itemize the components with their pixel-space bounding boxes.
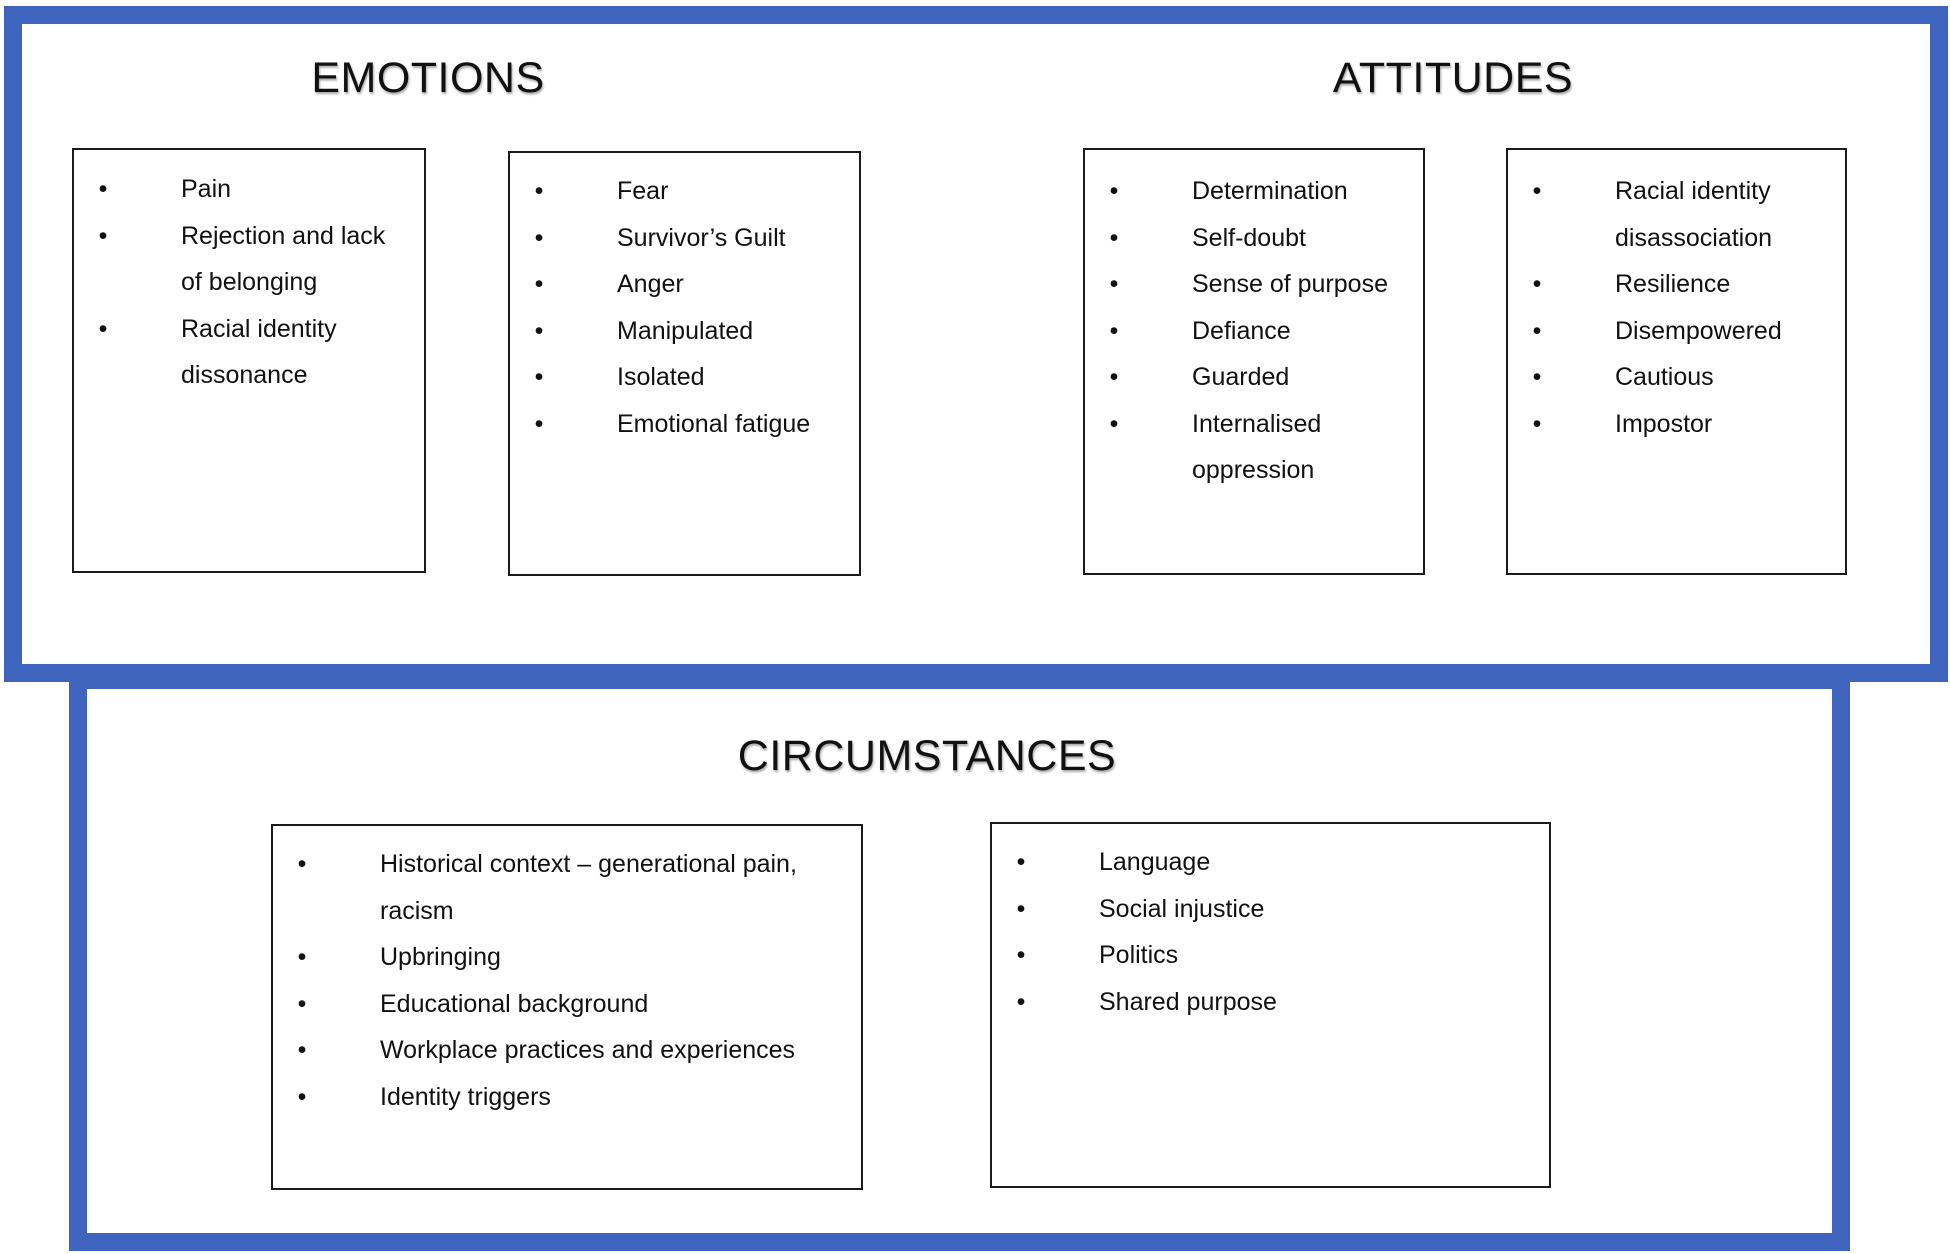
list-item: • Guarded (1085, 354, 1423, 401)
emotions-card-1: • Pain • Rejection and lack of belonging • Ra… (72, 148, 426, 573)
list-item: • Anger (510, 261, 859, 308)
bullet-icon: • (534, 223, 544, 252)
list-item-text: Manipulated (617, 316, 754, 345)
list-item: • Identity triggers (273, 1074, 861, 1121)
bullet-icon: • (534, 177, 544, 205)
list-item-text: Cautious (1615, 363, 1714, 391)
list-item: • Self-doubt (1085, 215, 1423, 262)
bullet-icon: • (1109, 270, 1119, 298)
attitudes-heading: ATTITUDES (1332, 54, 1574, 102)
attitudes-card-1: • Determination • Self-doubt • Sense of purpo… (1083, 148, 1425, 575)
list-item: • Determination (1085, 168, 1423, 215)
bullet-icon: • (1016, 941, 1026, 969)
list-item: • Racial identity dissonance (74, 306, 424, 399)
list-item-text: Pain (181, 175, 232, 203)
bullet-icon: • (1532, 409, 1542, 438)
list-item-text: Determination (1192, 177, 1348, 205)
circumstances-heading: CIRCUMSTANCES (737, 732, 1117, 780)
list-item-text: Impostor (1615, 409, 1713, 438)
list-item-text: Disempowered (1615, 316, 1782, 345)
bullet-icon: • (1532, 363, 1542, 391)
list-item: • Fear (510, 168, 859, 215)
list-item: • Defiance (1085, 308, 1423, 355)
bullet-icon: • (1109, 409, 1119, 438)
circumstances-card-2: • Language • Social injustice • Politics • Shar… (990, 822, 1551, 1188)
list-item: • Isolated (510, 354, 859, 401)
list-item-text: Isolated (617, 363, 705, 391)
bullet-icon: • (1109, 223, 1119, 252)
list-item: • Politics (992, 932, 1549, 979)
list-item-text: Shared purpose (1099, 987, 1277, 1016)
bullet-icon: • (1016, 894, 1026, 923)
list-item-text: Language (1099, 848, 1211, 876)
list-item-text: Identity triggers (380, 1082, 551, 1111)
list-item: • Cautious (1508, 354, 1845, 401)
list-item-text: Emotional fatigue (617, 409, 811, 438)
bullet-icon: • (297, 850, 307, 878)
list-item-text: Anger (617, 270, 684, 298)
list-item: • Historical context – generational pain,… (273, 841, 861, 934)
bullet-icon: • (1109, 363, 1119, 391)
list-item: • Emotional fatigue (510, 401, 859, 448)
list-item: • Sense of purpose (1085, 261, 1423, 308)
list-item: • Racial identity disassociation (1508, 168, 1845, 261)
emotions-heading: EMOTIONS (311, 54, 545, 102)
bullet-icon: • (1016, 848, 1026, 876)
list-item: • Pain (74, 166, 424, 213)
bullet-icon: • (98, 314, 108, 343)
list-item: • Upbringing (273, 934, 861, 981)
list-item: • Language (992, 839, 1549, 886)
bullet-icon: • (1532, 316, 1542, 345)
emotions-card-2: • Fear • Survivor’s Guilt • Anger • Manipulated… (508, 151, 861, 576)
bullet-icon: • (534, 316, 544, 345)
list-item: • Resilience (1508, 261, 1845, 308)
list-item-text: Fear (617, 177, 669, 205)
list-item: • Rejection and lack of belonging (74, 213, 424, 306)
bullet-icon: • (297, 943, 307, 971)
list-item: • Disempowered (1508, 308, 1845, 355)
list-item-text: Rejection and lack of belonging (181, 221, 386, 297)
list-item: • Workplace practices and experiences (273, 1027, 861, 1074)
list-item-text: Sense of purpose (1192, 270, 1388, 298)
bullet-icon: • (534, 270, 544, 298)
bullet-icon: • (297, 1082, 307, 1111)
list-item-text: Historical context – generational pain, … (380, 850, 797, 925)
bullet-icon: • (297, 989, 307, 1018)
bullet-icon: • (1532, 177, 1542, 205)
list-item-text: Guarded (1192, 363, 1290, 391)
attitudes-card-2: • Racial identity disassociation • Resilien… (1506, 148, 1847, 575)
list-item: • Survivor’s Guilt (510, 215, 859, 262)
list-item-text: Social injustice (1099, 894, 1265, 923)
bullet-icon: • (1532, 270, 1542, 298)
list-item: • Manipulated (510, 308, 859, 355)
list-item: • Educational background (273, 981, 861, 1028)
circumstances-card-1: • Historical context – generational pain,… (271, 824, 863, 1190)
bullet-icon: • (98, 175, 108, 203)
bullet-icon: • (1016, 987, 1026, 1016)
list-item-text: Racial identity dissonance (181, 314, 337, 390)
list-item-text: Workplace practices and experiences (380, 1036, 796, 1064)
list-item-text: Politics (1099, 941, 1179, 969)
bullet-icon: • (534, 409, 544, 438)
bullet-icon: • (297, 1036, 307, 1064)
list-item: • Internalised oppression (1085, 401, 1423, 494)
list-item-text: Survivor’s Guilt (617, 223, 786, 252)
list-item-text: Racial identity disassociation (1615, 177, 1773, 252)
list-item: • Shared purpose (992, 979, 1549, 1026)
list-item-text: Internalised oppression (1192, 409, 1322, 485)
list-item-text: Defiance (1192, 316, 1291, 345)
list-item-text: Resilience (1615, 270, 1731, 298)
bullet-icon: • (534, 363, 544, 391)
list-item: • Social injustice (992, 886, 1549, 933)
list-item-text: Upbringing (380, 943, 501, 971)
list-item-text: Self-doubt (1192, 223, 1306, 252)
bullet-icon: • (1109, 316, 1119, 345)
list-item-text: Educational background (380, 989, 649, 1018)
list-item: • Impostor (1508, 401, 1845, 448)
bullet-icon: • (1109, 177, 1119, 205)
bullet-icon: • (98, 221, 108, 250)
